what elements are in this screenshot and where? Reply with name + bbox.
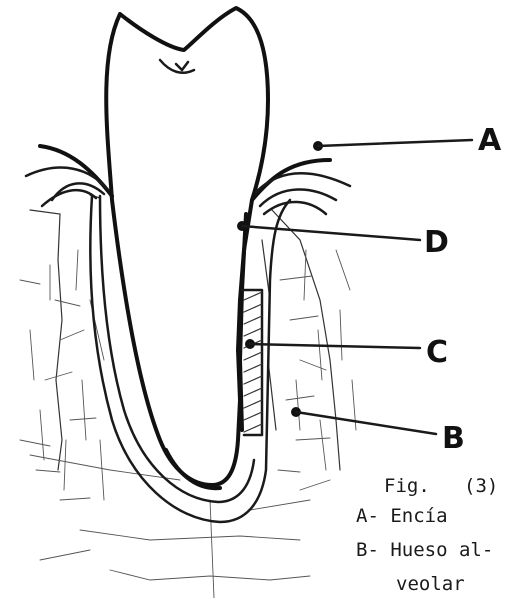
alveolar-bone (20, 195, 356, 598)
socket-inner-outline (100, 196, 254, 502)
socket-outline (90, 196, 290, 522)
hatched-region (242, 290, 262, 435)
leader-d (237, 221, 420, 240)
caption-fig-number: (3) (464, 475, 498, 497)
label-c: C (426, 335, 448, 370)
label-d: D (424, 225, 449, 260)
legend-b-cont: veolar (396, 573, 465, 595)
leader-b (291, 407, 436, 434)
gingiva (26, 146, 350, 214)
leader-c (245, 339, 420, 349)
label-b: B (442, 421, 465, 456)
legend-b: B- Hueso al- (356, 539, 493, 561)
label-a: A (478, 123, 502, 158)
caption-fig: Fig. (384, 475, 430, 497)
leader-a (313, 140, 472, 151)
legend-a: A- Encía (356, 505, 448, 527)
cementum-band (240, 214, 246, 430)
